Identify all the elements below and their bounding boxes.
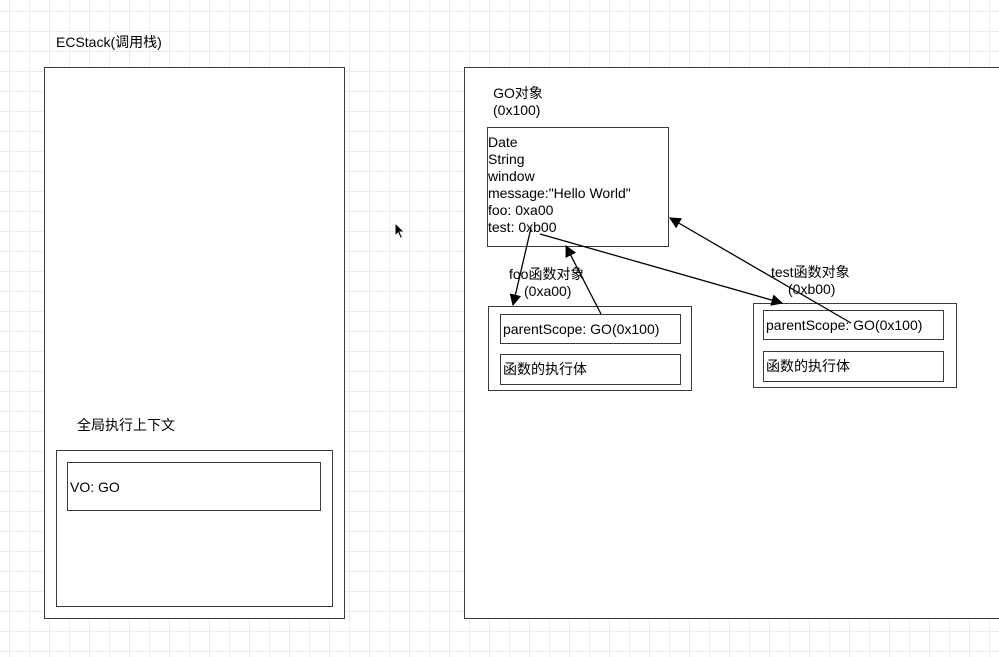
global-context-label: 全局执行上下文 (77, 417, 175, 433)
mouse-pointer-icon (394, 222, 406, 240)
foo-obj-label: foo函数对象 (509, 266, 585, 282)
test-parent-scope-text: parentScope: GO(0x100) (766, 317, 923, 333)
vo-text: VO: GO (70, 479, 120, 495)
go-prop: window (488, 168, 535, 184)
vo-box[interactable]: VO: GO (67, 462, 321, 511)
go-prop: foo: 0xa00 (488, 202, 554, 218)
go-title: GO对象 (493, 85, 543, 101)
go-prop: String (488, 151, 525, 167)
go-prop: message:"Hello World" (488, 185, 631, 201)
ecstack-title: ECStack(调用栈) (56, 34, 162, 50)
go-prop: test: 0xb00 (488, 219, 557, 235)
go-props-list: Date String window message:"Hello World"… (488, 134, 631, 236)
foo-parent-scope-text: parentScope: GO(0x100) (503, 321, 660, 337)
test-body-text: 函数的执行体 (766, 358, 850, 374)
test-parent-scope-box[interactable]: parentScope: GO(0x100) (763, 310, 944, 340)
foo-obj-address: (0xa00) (524, 283, 572, 299)
go-prop: Date (488, 134, 518, 150)
test-body-box[interactable]: 函数的执行体 (763, 351, 944, 382)
foo-parent-scope-box[interactable]: parentScope: GO(0x100) (500, 314, 681, 344)
foo-body-text: 函数的执行体 (503, 361, 587, 377)
go-address: (0x100) (493, 102, 541, 118)
foo-body-box[interactable]: 函数的执行体 (500, 354, 681, 385)
test-obj-address: (0xb00) (788, 281, 836, 297)
test-obj-label: test函数对象 (771, 264, 850, 280)
